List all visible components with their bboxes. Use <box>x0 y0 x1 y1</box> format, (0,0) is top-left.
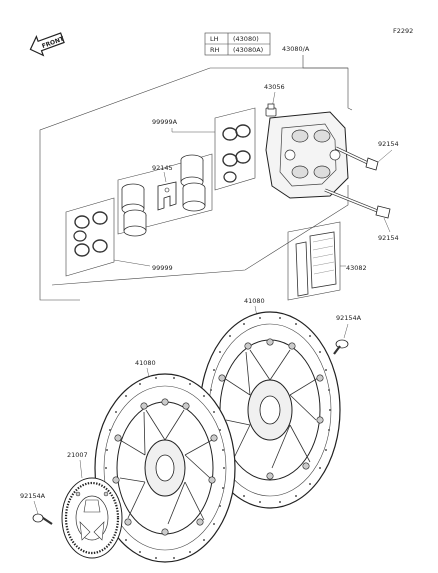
bleeder-valve-label: 43056 <box>264 83 285 91</box>
figure-code: F2292 <box>393 27 413 35</box>
bolt-lower-label: 92154 <box>378 234 399 242</box>
bolt-upper-label: 92154 <box>378 140 399 148</box>
seal-kit-a-label: 99999A <box>152 118 178 126</box>
sensor-rotor-label: 21007 <box>67 451 88 459</box>
disc-right-label: 41080 <box>244 297 265 305</box>
side-table-lh-label: LH <box>210 35 219 43</box>
brake-pads-icon <box>287 221 341 301</box>
disc-bolt-right-icon <box>333 339 349 355</box>
disc-bolt-left-label: 92154A <box>20 492 46 500</box>
spring-icon <box>157 181 177 211</box>
bolt-upper-icon <box>335 146 379 171</box>
disc-bolt-right-label: 92154A <box>336 314 362 322</box>
seal-kit-label: 99999 <box>152 264 173 272</box>
bolt-lower-icon <box>324 188 391 219</box>
caliper-assy-outline <box>39 55 353 301</box>
disc-left-icon <box>94 373 236 563</box>
side-table: LH (43080) RH (43080A) <box>204 32 271 56</box>
seal-kit-a-box <box>214 107 256 191</box>
side-table-rh-label: RH <box>210 46 220 54</box>
bleeder-valve-icon <box>265 103 277 117</box>
front-arrow-icon: FRONT <box>29 32 66 57</box>
sensor-rotor-icon <box>61 477 123 559</box>
side-table-lh-part: (43080) <box>233 35 259 43</box>
pistons-icon <box>117 153 213 237</box>
disc-bolt-left-icon <box>32 513 53 525</box>
caliper-body-icon <box>265 111 349 199</box>
seal-kit-box <box>65 197 115 277</box>
side-table-rh-part: (43080A) <box>233 46 263 54</box>
brake-pads-label: 43082 <box>346 264 367 272</box>
spring-label: 92145 <box>152 164 173 172</box>
caliper-assy-label: 43080/A <box>282 45 310 53</box>
disc-left-label: 41080 <box>135 359 156 367</box>
